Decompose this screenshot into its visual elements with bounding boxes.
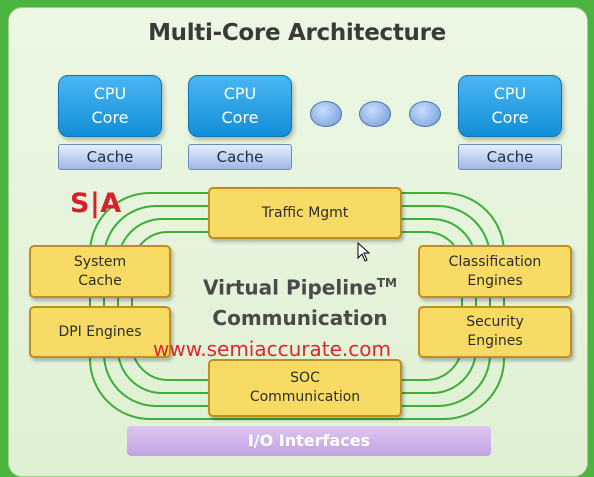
security-engines-label-line2: Engines (467, 333, 523, 349)
system-cache-label-line2: Cache (78, 272, 122, 289)
cpu-core-2-cache: Cache (188, 144, 292, 170)
virtual-pipeline-subtitle: Communication (212, 305, 388, 330)
soc-communication-box: SOC Communication (208, 359, 402, 417)
soc-communication-label-line2: Communication (249, 389, 361, 405)
security-engines-label-line1: Security (466, 314, 524, 330)
cpu-core-2: CPU Core (188, 75, 292, 137)
cpu-core-1-label-line1: CPU (93, 84, 127, 103)
security-engines-box: Security Engines (418, 306, 572, 358)
cpu-core-3-cache: Cache (458, 144, 562, 170)
cpu-core-2-label-line1: CPU (223, 84, 257, 103)
ellipsis-dot (359, 101, 391, 127)
ellipsis-dot (409, 101, 441, 127)
traffic-mgmt-box: Traffic Mgmt (208, 187, 402, 239)
cpu-core-1-cache: Cache (58, 144, 162, 170)
ellipsis-dot (310, 101, 342, 127)
semiaccurate-logo: S|A (70, 188, 122, 219)
virtual-pipeline-label: Virtual PipelineTM Communication (170, 268, 430, 333)
classification-engines-label-line2: Engines (467, 272, 523, 289)
dpi-engines-label: DPI Engines (58, 323, 142, 340)
virtual-pipeline-title: Virtual Pipeline (202, 275, 377, 300)
diagram-title: Multi-Core Architecture (148, 20, 446, 46)
mouse-cursor-icon (357, 242, 371, 262)
cpu-core-2-label-line2: Core (221, 108, 259, 127)
cpu-core-1: CPU Core (58, 75, 162, 137)
classification-engines-box: Classification Engines (418, 245, 572, 298)
dpi-engines-box: DPI Engines (29, 306, 171, 358)
traffic-mgmt-label: Traffic Mgmt (261, 204, 349, 221)
cpu-core-3: CPU Core (458, 75, 562, 137)
cpu-core-3-label-line2: Core (491, 108, 529, 127)
cpu-core-1-label-line2: Core (91, 108, 129, 127)
classification-engines-label-line1: Classification (448, 253, 542, 270)
soc-communication-label-line1: SOC (290, 370, 320, 386)
system-cache-box: System Cache (29, 245, 171, 298)
cpu-core-3-label-line1: CPU (493, 84, 527, 103)
trademark-mark: TM (376, 276, 397, 290)
watermark-url: www.semiaccurate.com (153, 337, 391, 361)
system-cache-label-line1: System (73, 253, 127, 270)
io-interfaces-bar: I/O Interfaces (127, 426, 491, 456)
